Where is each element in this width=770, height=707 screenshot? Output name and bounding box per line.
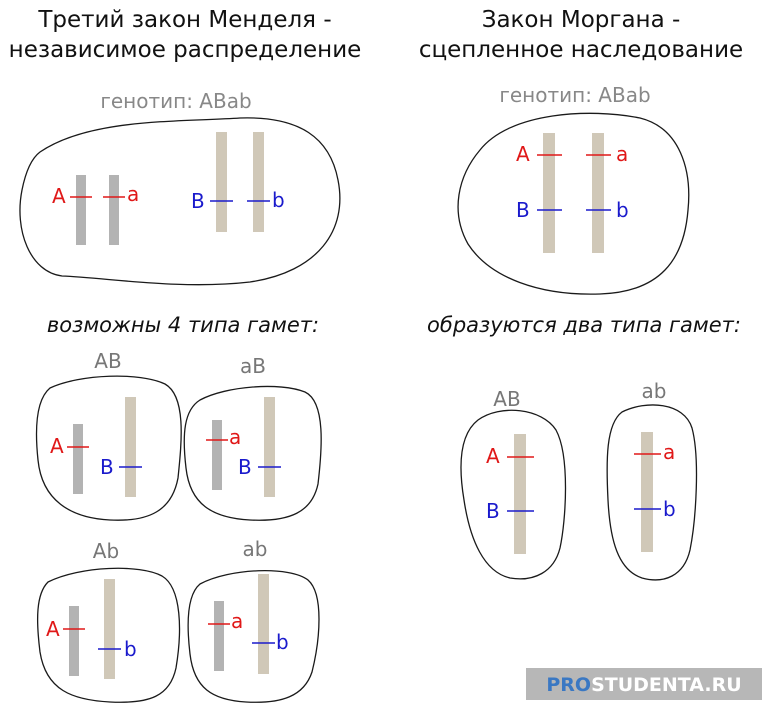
allele-A-label: A — [486, 444, 500, 468]
right-gamete-cell-ab: a b — [606, 404, 698, 581]
allele-a-label: a — [229, 425, 241, 449]
allele-B-label: B — [238, 455, 252, 479]
allele-b-label: b — [663, 497, 676, 521]
gamete-label-Ab: Ab — [93, 539, 119, 563]
left-parent-chromosome-a — [109, 175, 119, 245]
right-gamete-label-ab: ab — [642, 379, 667, 403]
allele-a-label: a — [663, 440, 675, 464]
allele-a-label: a — [616, 142, 628, 166]
left-parent-chromosome-A — [76, 175, 86, 245]
right-title-line1: Закон Моргана - — [482, 7, 681, 33]
allele-a-label: a — [127, 182, 139, 206]
allele-A-label: A — [46, 617, 60, 641]
right-gamete-label-AB: AB — [493, 387, 520, 411]
gamete-label-aB: aB — [240, 354, 266, 378]
right-genotype-label: генотип: ABab — [499, 83, 650, 107]
right-title-line2: сцепленное наследование — [419, 37, 743, 63]
brand-background — [526, 668, 762, 700]
right-parent-cell: A a B b — [457, 112, 690, 295]
allele-b-label: b — [616, 198, 629, 222]
allele-B-label: B — [191, 189, 205, 213]
gamete-cell-aB: a B — [183, 385, 322, 521]
gamete-label-ab: ab — [243, 537, 268, 561]
left-parent-chromosome-B — [216, 132, 227, 232]
allele-A-label: A — [516, 142, 530, 166]
right-parent-chromosome-AB — [543, 133, 555, 253]
brand-watermark: PROSTUDENTA.RU — [526, 668, 762, 700]
right-subtitle: образуются два типа гамет: — [427, 313, 741, 337]
allele-b-label: b — [124, 637, 137, 661]
allele-A-label: A — [52, 184, 66, 208]
allele-b-label: b — [276, 630, 289, 654]
gamete-cell-AB: A B — [35, 375, 182, 521]
left-subtitle: возможны 4 типа гамет: — [47, 313, 319, 337]
allele-B-label: B — [486, 499, 500, 523]
left-genotype-label: генотип: ABab — [100, 89, 251, 113]
left-title-line1: Третий закон Менделя - — [37, 7, 331, 33]
allele-a-label: a — [231, 609, 243, 633]
gamete-label-AB: AB — [94, 349, 121, 373]
brand-text: PROSTUDENTA.RU — [546, 674, 741, 696]
left-title-line2: независимое распределение — [9, 37, 362, 63]
right-parent-chromosome-ab — [592, 133, 604, 253]
right-gamete-cell-AB: A B — [460, 409, 567, 580]
allele-B-label: B — [100, 455, 114, 479]
left-parent-chromosome-b — [253, 132, 264, 232]
allele-A-label: A — [50, 434, 64, 458]
allele-b-label: b — [272, 188, 285, 212]
gamete-cell-Ab: A b — [36, 567, 181, 703]
gamete-cell-ab: a b — [187, 569, 320, 703]
allele-B-label: B — [516, 198, 530, 222]
left-parent-cell: A a B b — [19, 117, 341, 286]
